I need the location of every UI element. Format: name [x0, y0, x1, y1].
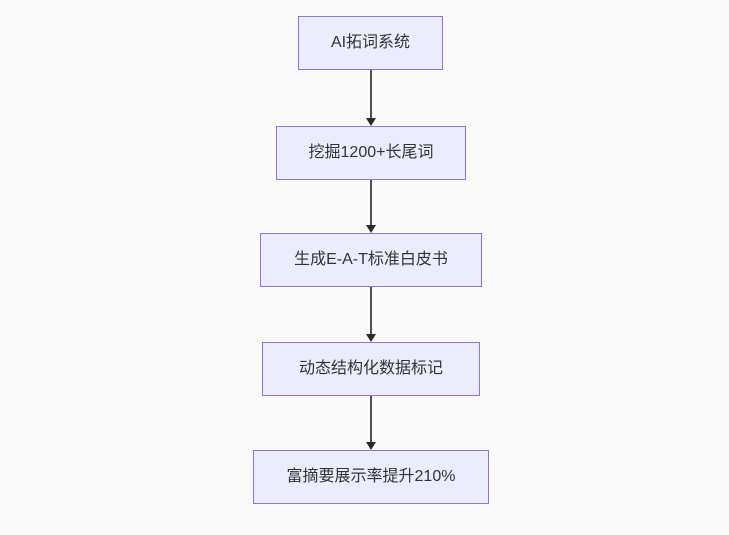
flow-node-label: 生成E-A-T标准白皮书 — [294, 251, 448, 268]
arrow-line — [370, 287, 372, 334]
arrow-line — [370, 396, 372, 442]
flow-node-structured-data-markup: 动态结构化数据标记 — [262, 342, 480, 396]
flow-node-label: 动态结构化数据标记 — [298, 360, 443, 377]
arrow-line — [370, 70, 372, 118]
flow-node-longtail-mining: 挖掘1200+长尾词 — [276, 126, 466, 180]
arrowhead-icon — [366, 118, 376, 126]
flow-node-label: 富摘要展示率提升210% — [286, 468, 456, 485]
flow-node-ai-keyword-system: AI拓词系统 — [298, 16, 443, 70]
flow-node-label: AI拓词系统 — [330, 34, 411, 51]
arrow-line — [370, 180, 372, 225]
arrowhead-icon — [366, 442, 376, 450]
arrowhead-icon — [366, 334, 376, 342]
flow-node-label: 挖掘1200+长尾词 — [308, 144, 434, 161]
flow-node-rich-snippet-rate: 富摘要展示率提升210% — [253, 450, 489, 504]
arrowhead-icon — [366, 225, 376, 233]
flow-node-eat-whitepaper: 生成E-A-T标准白皮书 — [260, 233, 482, 287]
